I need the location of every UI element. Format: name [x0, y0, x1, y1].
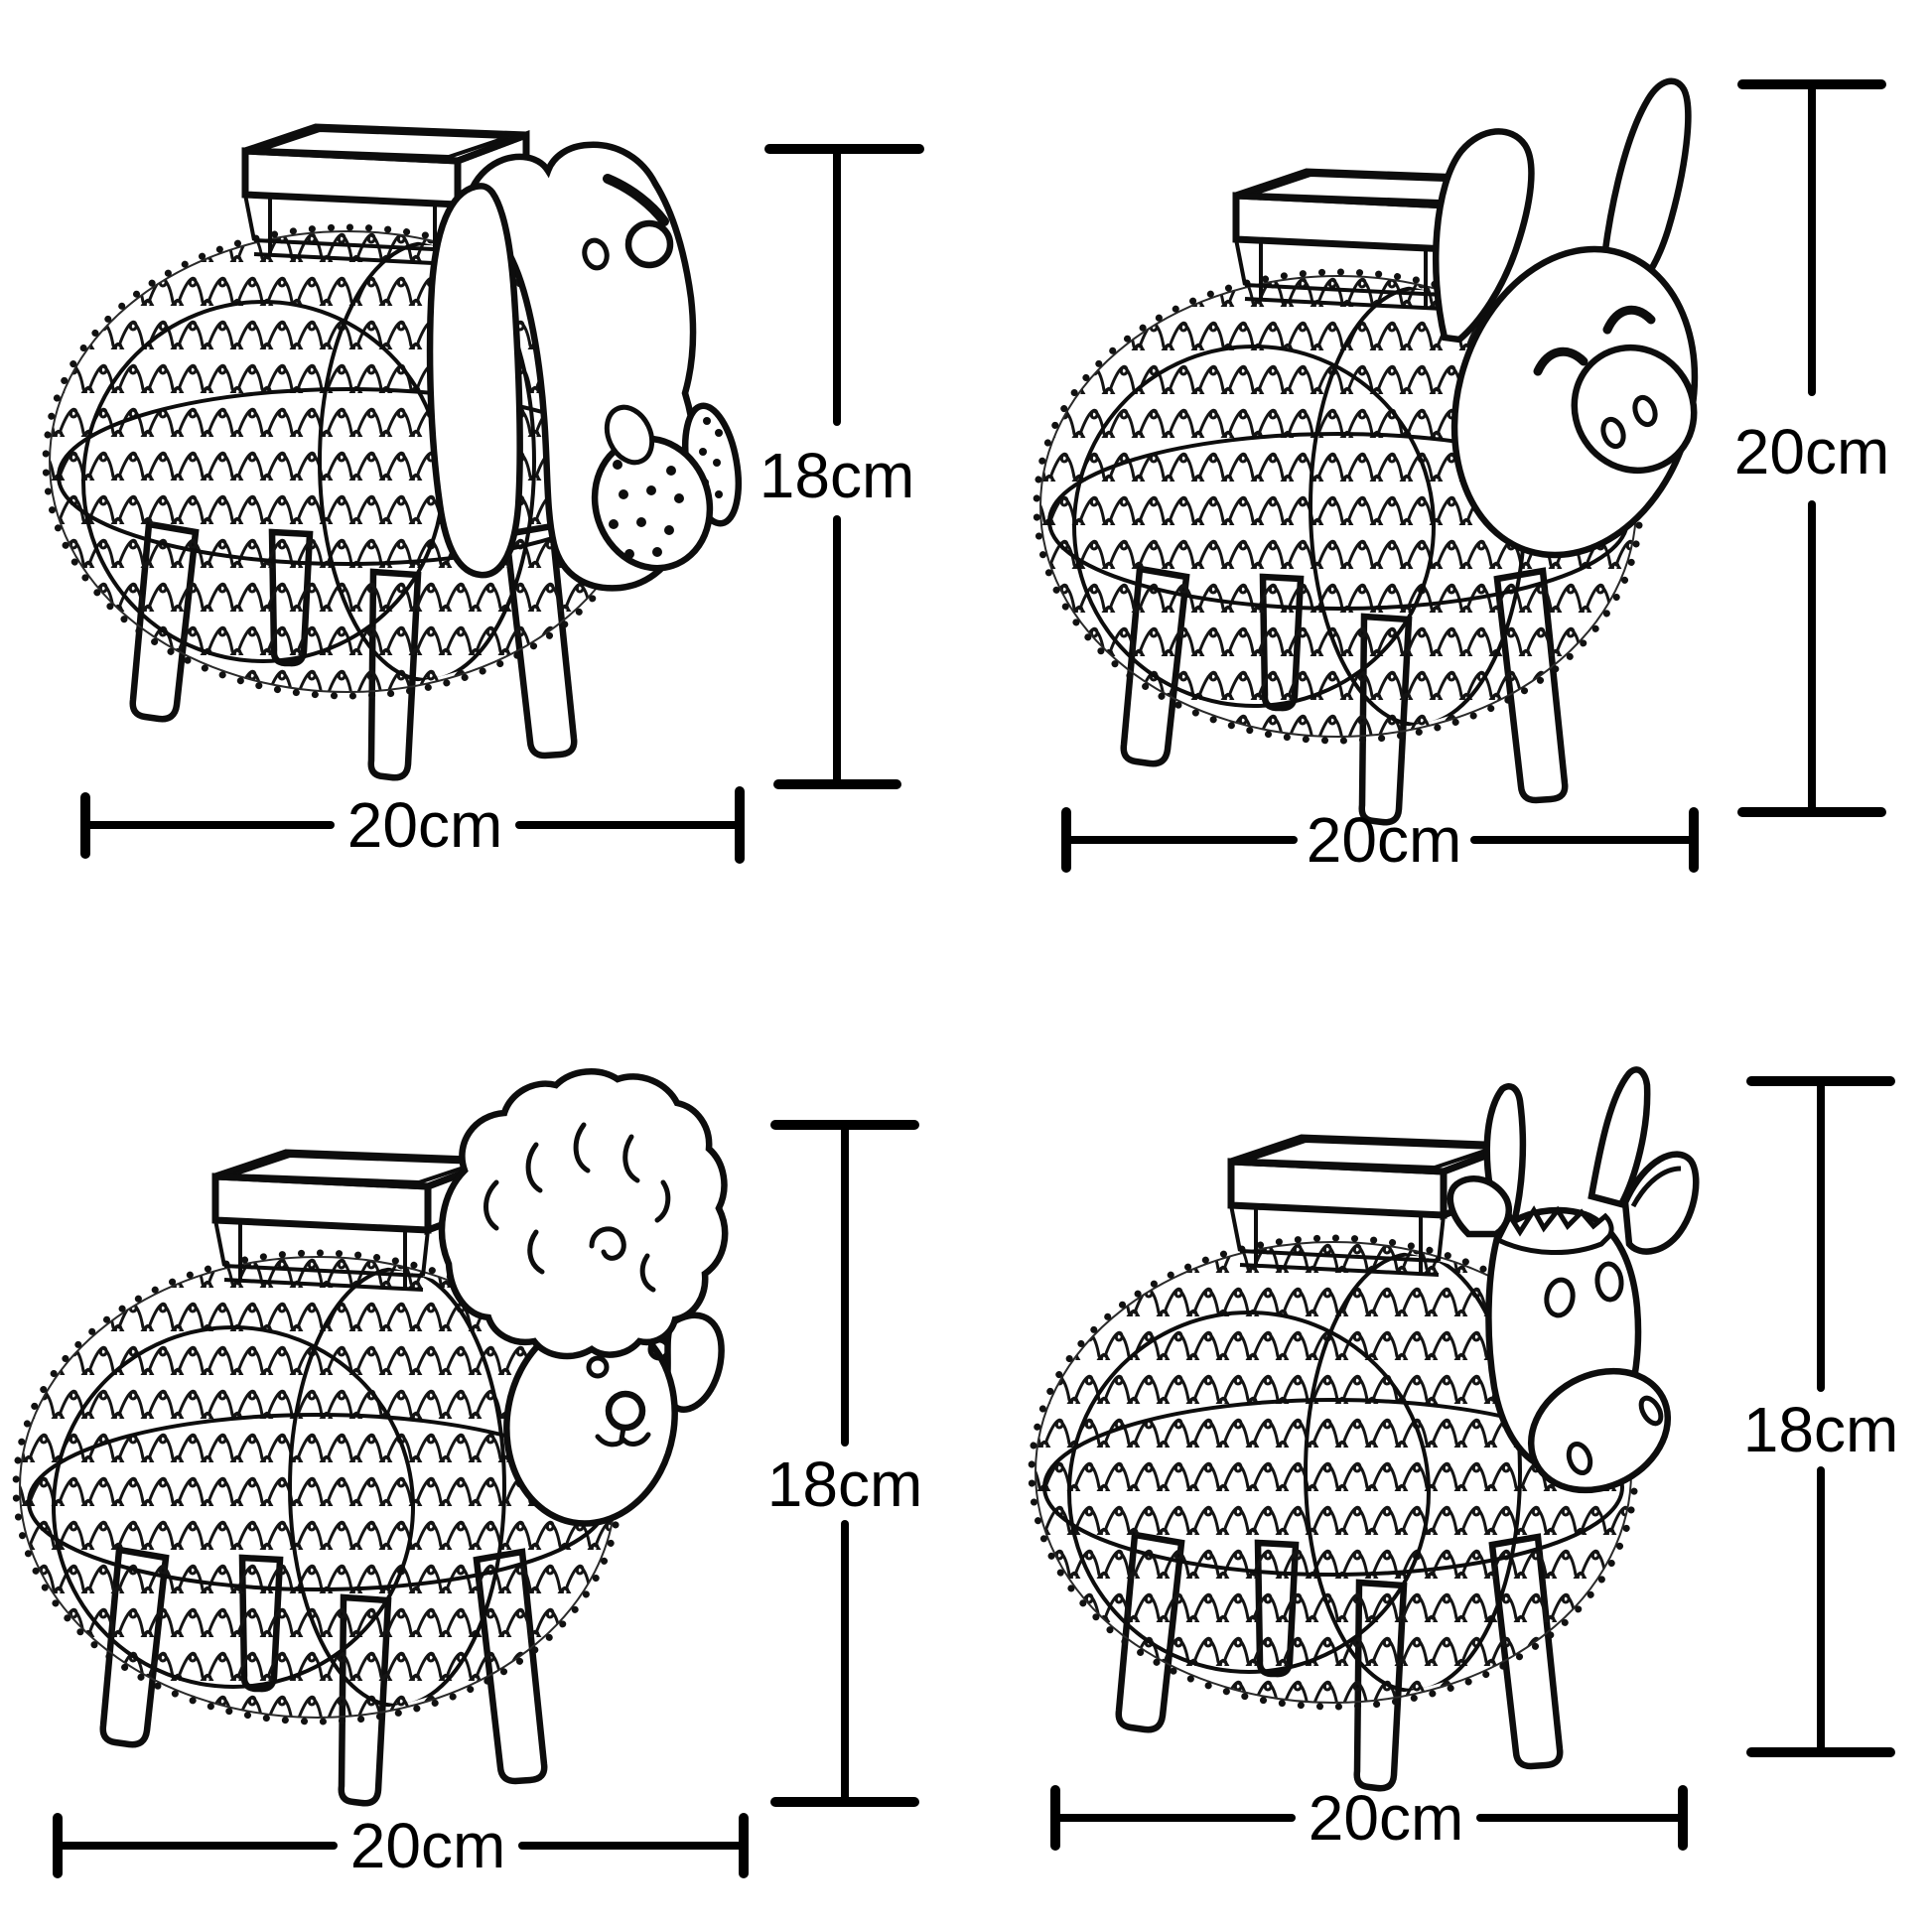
width-dimension-label: 20cm — [1307, 804, 1462, 876]
panel-pig: 20cm 20cm — [966, 0, 1932, 966]
cow-ear-fold — [1630, 1166, 1682, 1208]
pig-figure: 20cm 20cm — [1033, 77, 1890, 876]
dog-muzzle — [591, 402, 742, 572]
cow-right-ear — [1621, 1151, 1700, 1255]
sheep-wool — [438, 1068, 729, 1360]
height-dimension-label: 18cm — [1743, 1394, 1899, 1465]
height-dimension: 18cm — [759, 144, 924, 789]
width-dimension: 20cm — [53, 1810, 749, 1881]
sheep-right-eye — [647, 1337, 671, 1361]
dog-brow-line — [603, 174, 669, 226]
width-dimension: 20cm — [80, 786, 745, 864]
sheep-left-eye — [586, 1355, 610, 1379]
cow-spot-left — [1544, 1277, 1576, 1318]
cow-forelock — [1494, 1205, 1614, 1256]
dog-left-eye — [582, 237, 610, 271]
cow-head — [1447, 1066, 1700, 1494]
cow-nostril-left — [1566, 1441, 1593, 1476]
panel-sheep: 18cm 20cm — [0, 966, 966, 1932]
cow-figure: 18cm 20cm — [1028, 1066, 1899, 1854]
cow-lamp: 18cm 20cm — [1028, 1066, 1899, 1854]
cow-nostril-right — [1638, 1395, 1664, 1427]
height-dimension: 18cm — [1743, 1076, 1899, 1757]
panel-dog: 18cm 20cm — [0, 0, 966, 966]
cow-spot-right — [1594, 1261, 1624, 1303]
height-dimension-label: 20cm — [1734, 416, 1890, 487]
width-dimension-label: 20cm — [350, 1810, 506, 1881]
dog-figure: 18cm 20cm — [42, 123, 924, 864]
pig-nostril-left — [1600, 416, 1626, 450]
panel-bracket — [243, 194, 460, 266]
dog-right-eye — [624, 219, 674, 269]
sheep-lamp: 18cm 20cm — [12, 1068, 923, 1881]
wire-body — [1028, 1134, 1639, 1792]
height-dimension-label: 18cm — [767, 1449, 923, 1520]
pig-right-ear — [1597, 77, 1692, 302]
dog-nose-patch — [604, 404, 655, 466]
sheep-head — [438, 1068, 729, 1527]
width-dimension-label: 20cm — [347, 789, 503, 861]
width-dimension: 20cm — [1050, 1782, 1688, 1854]
height-dimension: 20cm — [1734, 79, 1890, 817]
height-dimension-label: 18cm — [759, 440, 915, 511]
sheep-figure: 18cm 20cm — [12, 1068, 923, 1881]
pig-lamp: 20cm 20cm — [1033, 77, 1890, 876]
height-dimension: 18cm — [767, 1120, 923, 1807]
sheep-nose — [605, 1390, 646, 1432]
cow-muzzle — [1527, 1367, 1672, 1494]
cow-left-ear — [1447, 1175, 1512, 1238]
pig-nostril-right — [1632, 394, 1658, 428]
pig-left-ear — [1433, 128, 1535, 344]
width-dimension-label: 20cm — [1309, 1782, 1464, 1854]
pig-right-eye — [1602, 305, 1656, 335]
dog-lamp: 18cm 20cm — [42, 123, 924, 864]
dog-floppy-ear — [426, 183, 523, 579]
panel-cow: 18cm 20cm — [966, 966, 1932, 1932]
panel-bracket — [213, 1219, 430, 1292]
cow-right-horn — [1587, 1066, 1651, 1208]
pig-left-eye — [1533, 346, 1588, 376]
panel-bracket — [1229, 1204, 1446, 1277]
width-dimension: 20cm — [1061, 804, 1699, 876]
wool-curls — [483, 1122, 671, 1293]
sheep-mouth — [595, 1425, 651, 1448]
dog-head — [426, 141, 742, 592]
pig-head — [1433, 77, 1699, 559]
muzzle-spots — [609, 450, 684, 559]
